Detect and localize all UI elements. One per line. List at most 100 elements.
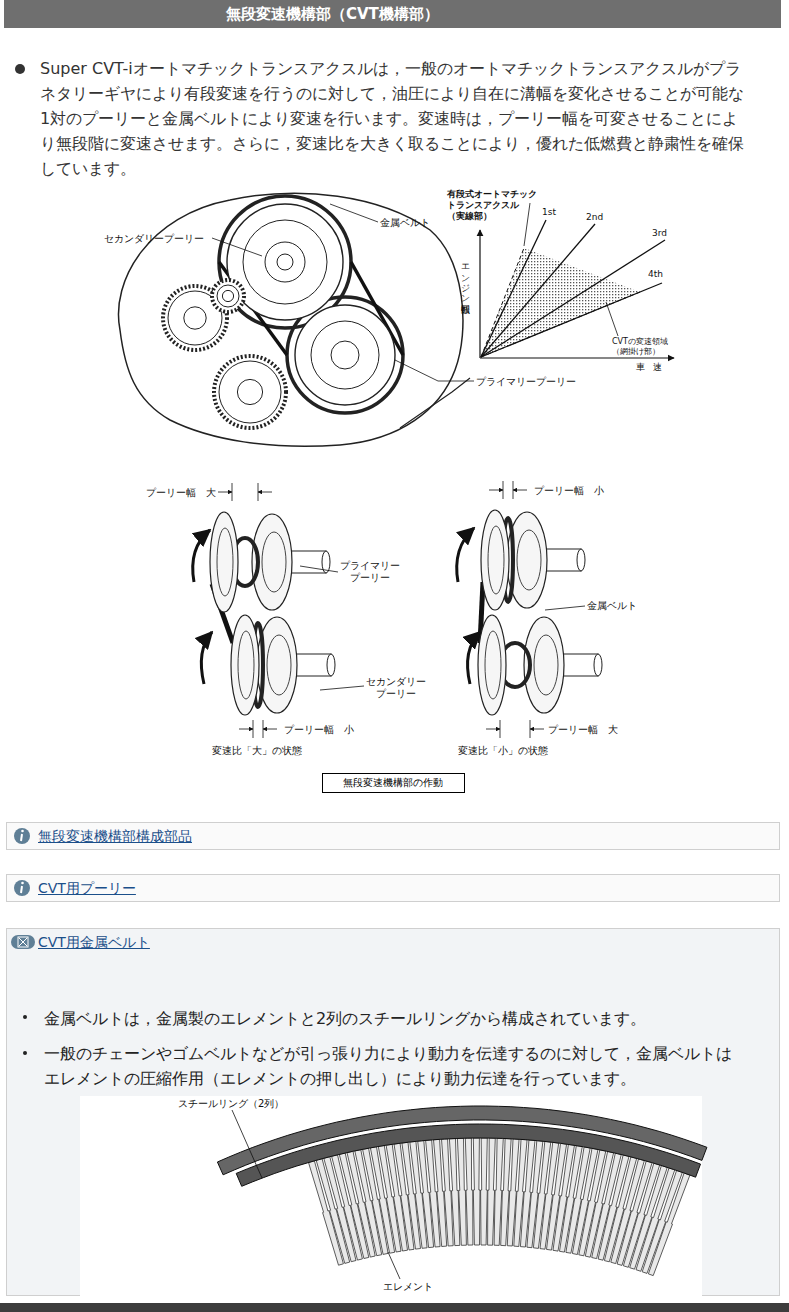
info-icon-dot (21, 882, 24, 885)
state-label: 変速比「小」の状態 (458, 744, 548, 757)
sheave (231, 615, 259, 715)
bullet-text: 一般のチェーンやゴムベルトなどが引っ張り力により動力を伝達するのに対して，金属ベ… (44, 1041, 738, 1091)
belt-element (378, 1146, 401, 1253)
belt-element (332, 1155, 363, 1260)
part-label: プライマリー プーリー (340, 560, 400, 584)
belt-element (636, 1168, 675, 1271)
steel-ring (236, 1124, 700, 1186)
gear-hub (184, 307, 206, 329)
bullet-dot (23, 1051, 27, 1055)
belt-element (617, 1161, 652, 1265)
dimension-tick (263, 720, 264, 738)
metal-belt (219, 196, 351, 328)
belt-element (572, 1148, 598, 1254)
belt-element (488, 1138, 496, 1245)
part-label: エレメント (383, 1280, 433, 1293)
link-row: 無段変速機構部構成部品 (6, 822, 780, 850)
metal-belt (287, 297, 403, 413)
dimension-arrow (513, 490, 527, 491)
belt-element (630, 1166, 668, 1270)
belt-loop (253, 623, 263, 707)
belt-element (566, 1147, 590, 1253)
info-icon-stem (21, 886, 22, 893)
part-label: 金属ベルト (587, 599, 637, 612)
dimension-arrow (489, 490, 503, 491)
belt-element (386, 1144, 407, 1251)
gear (217, 285, 239, 307)
leader-line (320, 686, 364, 690)
belt-element (410, 1141, 427, 1248)
case-flange (400, 378, 470, 428)
collapse-icon-x (19, 938, 27, 946)
gear-label: 1st (542, 207, 556, 218)
belt-element (347, 1151, 375, 1257)
belt-element (507, 1139, 519, 1246)
belt-element (494, 1138, 503, 1245)
belt-element (501, 1139, 512, 1246)
belt-element (527, 1141, 543, 1248)
cvt-range-boundary (481, 248, 524, 357)
bullet-dot (15, 64, 25, 74)
gear-hub (222, 290, 233, 301)
axis-label: 車速 (636, 362, 670, 373)
info-icon-dot (21, 830, 24, 833)
dimension-tick (232, 483, 233, 501)
belt-loop (500, 643, 530, 687)
gear-label: 2nd (586, 212, 603, 223)
figure-caption: 無段変速機構部の作動 (323, 776, 463, 790)
metal-belt (219, 262, 287, 355)
gear-label: 4th (648, 269, 663, 280)
belt-element (611, 1159, 645, 1264)
sheave-ring (534, 635, 558, 695)
pulley (478, 615, 602, 715)
belt-element (553, 1144, 575, 1251)
dimension-arrow (263, 729, 277, 730)
belt-element (426, 1140, 441, 1247)
gear-line (481, 220, 546, 357)
leader-line (395, 360, 474, 381)
belt-element (592, 1153, 622, 1258)
pulley (481, 510, 585, 610)
leader-line (330, 204, 378, 222)
gear (219, 361, 281, 423)
leader-line (388, 1252, 400, 1279)
belt-element (339, 1153, 369, 1259)
primary-pulley (331, 341, 359, 369)
part-label: スチールリング（2列） (178, 1097, 284, 1110)
dimension-arrow (258, 492, 272, 493)
dimension-arrow (486, 729, 500, 730)
pulley (231, 615, 335, 715)
expanded-panel: CVT用金属ベルト金属ベルトは，金属製のエレメントと2列のスチールリングから構成… (6, 928, 780, 1296)
gear-hub (237, 379, 262, 404)
gear-line (481, 224, 595, 357)
secondary-pulley (277, 254, 293, 270)
pulley-shaft (287, 654, 331, 676)
rotation-arrow (457, 528, 474, 582)
belt-element (585, 1151, 613, 1257)
info-icon (14, 880, 30, 896)
dimension-tick (513, 481, 514, 499)
belt-element (623, 1163, 659, 1267)
chart-note: 有段式オートマチック トランスアクスル （実線部） (447, 189, 537, 222)
dimension-tick (503, 481, 504, 499)
sheave-ring (217, 528, 233, 596)
belt-loop (503, 518, 513, 602)
belt-element (449, 1139, 459, 1246)
pulley-shaft (554, 654, 598, 676)
state-label: 変速比「大」の状態 (212, 744, 302, 757)
link-text: 無段変速機構部構成部品 (38, 828, 192, 844)
belt-element (370, 1147, 394, 1253)
belt-element (309, 1161, 344, 1265)
sheave (210, 512, 238, 612)
leader-line (212, 238, 262, 256)
sheave (252, 514, 292, 610)
shaft-end (322, 551, 330, 573)
belt-element (579, 1150, 606, 1256)
leader-line (606, 302, 618, 336)
belt-element (355, 1150, 382, 1256)
leader-line (545, 606, 585, 610)
belt-element (533, 1141, 550, 1248)
metal-belt (351, 262, 403, 355)
link-text: CVT用金属ベルト (38, 934, 150, 950)
belt-element (418, 1141, 434, 1248)
